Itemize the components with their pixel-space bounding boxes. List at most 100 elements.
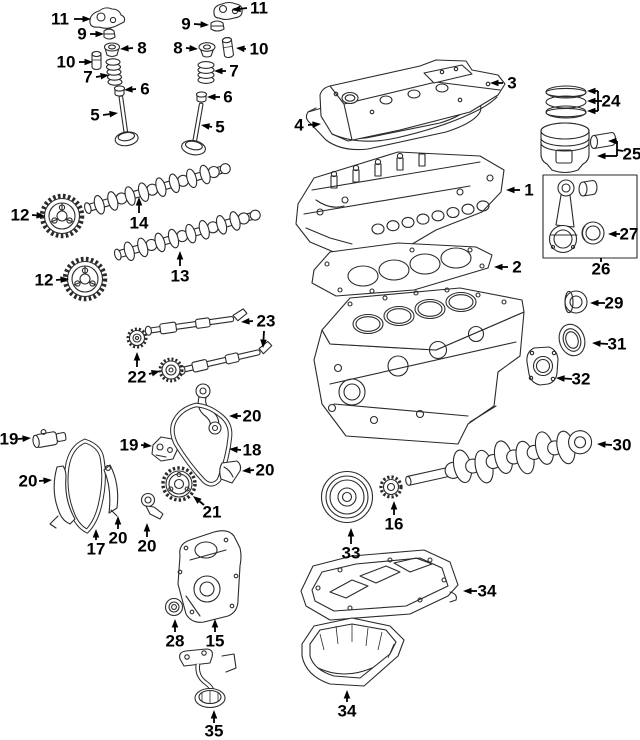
callout-label: 7 bbox=[229, 62, 238, 81]
callout-6[interactable]: 6 bbox=[207, 88, 233, 107]
callout-label: 4 bbox=[294, 116, 304, 135]
seal-retainer bbox=[526, 346, 559, 386]
callout-label: 15 bbox=[206, 632, 225, 651]
callout-34[interactable]: 34 bbox=[338, 690, 357, 721]
callout-24[interactable]: 24 bbox=[587, 87, 621, 115]
valve-cover bbox=[319, 59, 506, 142]
callout-22[interactable]: 22 bbox=[128, 352, 160, 387]
callout-30[interactable]: 30 bbox=[597, 436, 631, 455]
callout-label: 31 bbox=[608, 335, 627, 354]
callout-14[interactable]: 14 bbox=[130, 197, 149, 233]
crankshaft-pulley bbox=[320, 470, 374, 524]
callout-10[interactable]: 10 bbox=[236, 40, 268, 59]
callout-10[interactable]: 10 bbox=[57, 53, 93, 72]
callout-26[interactable]: 26 bbox=[592, 258, 611, 279]
valve bbox=[114, 95, 139, 147]
callout-11[interactable]: 11 bbox=[232, 0, 268, 18]
oil-pan-upper bbox=[300, 549, 459, 621]
chain-guide-bracket bbox=[140, 492, 164, 520]
valve-spring-retainer bbox=[198, 42, 216, 58]
chain-guide bbox=[49, 465, 76, 529]
callout-label: 9 bbox=[181, 15, 190, 34]
oil-strainer bbox=[179, 648, 237, 709]
piston-pin bbox=[589, 131, 617, 150]
callout-8[interactable]: 8 bbox=[173, 39, 198, 58]
callout-label: 12 bbox=[11, 206, 30, 225]
callout-31[interactable]: 31 bbox=[592, 335, 626, 354]
valve-keeper bbox=[210, 20, 225, 32]
callout-11[interactable]: 11 bbox=[51, 10, 91, 29]
callout-33[interactable]: 33 bbox=[342, 528, 361, 563]
piston bbox=[540, 122, 590, 174]
callout-12[interactable]: 12 bbox=[35, 271, 69, 290]
callout-label: 7 bbox=[83, 68, 92, 87]
callout-label: 25 bbox=[623, 145, 640, 164]
callout-label: 28 bbox=[166, 632, 185, 651]
callout-27[interactable]: 27 bbox=[608, 225, 638, 244]
callout-5[interactable]: 5 bbox=[90, 106, 118, 125]
callout-34[interactable]: 34 bbox=[463, 582, 497, 601]
callout-20[interactable]: 20 bbox=[19, 472, 52, 491]
callout-13[interactable]: 13 bbox=[171, 251, 190, 286]
callout-label: 35 bbox=[205, 722, 224, 740]
callout-25[interactable]: 25 bbox=[597, 137, 640, 164]
connecting-rod-kit-box bbox=[542, 174, 638, 259]
callout-20[interactable]: 20 bbox=[138, 523, 157, 556]
callout-19[interactable]: 19 bbox=[0, 430, 31, 449]
callout-label: 24 bbox=[602, 92, 621, 111]
callout-5[interactable]: 5 bbox=[201, 118, 225, 137]
callout-12[interactable]: 12 bbox=[11, 206, 45, 225]
connecting-rod bbox=[548, 179, 578, 254]
camshaft-timing-gear bbox=[39, 193, 85, 239]
callout-label: 5 bbox=[215, 118, 224, 137]
callout-3[interactable]: 3 bbox=[490, 74, 517, 93]
connecting-rod-bearing bbox=[581, 221, 605, 245]
callout-19[interactable]: 19 bbox=[120, 436, 152, 455]
callout-21[interactable]: 21 bbox=[193, 496, 221, 522]
callout-label: 2 bbox=[512, 258, 521, 277]
crankshaft-rear-seal bbox=[558, 323, 586, 357]
callout-7[interactable]: 7 bbox=[83, 68, 109, 87]
callout-16[interactable]: 16 bbox=[385, 501, 404, 534]
callout-label: 10 bbox=[57, 53, 76, 72]
piston-ring-set bbox=[545, 85, 587, 119]
crankshaft-timing-sprocket bbox=[161, 466, 197, 502]
callout-15[interactable]: 15 bbox=[206, 619, 225, 651]
callout-1[interactable]: 1 bbox=[506, 181, 534, 200]
balance-shaft-chain bbox=[170, 402, 233, 487]
cylinder-head bbox=[295, 151, 505, 259]
callout-label: 22 bbox=[128, 368, 147, 387]
callout-20[interactable]: 20 bbox=[109, 516, 128, 548]
callout-28[interactable]: 28 bbox=[166, 619, 185, 651]
callout-label: 33 bbox=[342, 544, 361, 563]
callout-9[interactable]: 9 bbox=[77, 25, 104, 44]
valve-stem-seal bbox=[195, 91, 208, 103]
callout-4[interactable]: 4 bbox=[294, 116, 321, 135]
callout-9[interactable]: 9 bbox=[181, 15, 209, 34]
timing-cover bbox=[177, 530, 242, 623]
callout-label: 21 bbox=[203, 503, 222, 522]
callout-35[interactable]: 35 bbox=[205, 710, 224, 740]
callout-8[interactable]: 8 bbox=[120, 39, 147, 58]
callout-label: 26 bbox=[592, 260, 611, 279]
callout-18[interactable]: 18 bbox=[229, 441, 261, 460]
callout-23[interactable]: 23 bbox=[241, 312, 275, 349]
chain-guide bbox=[219, 460, 242, 484]
callout-label: 13 bbox=[171, 267, 190, 286]
callout-29[interactable]: 29 bbox=[590, 294, 623, 313]
valve-lifter bbox=[221, 36, 234, 59]
callout-label: 20 bbox=[243, 407, 262, 426]
callout-2[interactable]: 2 bbox=[494, 258, 522, 277]
callout-label: 34 bbox=[478, 582, 497, 601]
callout-label: 3 bbox=[507, 74, 516, 93]
callout-32[interactable]: 32 bbox=[556, 370, 590, 389]
callout-7[interactable]: 7 bbox=[214, 62, 239, 81]
callout-6[interactable]: 6 bbox=[124, 80, 150, 99]
valve bbox=[181, 102, 206, 156]
callout-17[interactable]: 17 bbox=[87, 529, 106, 559]
callout-20[interactable]: 20 bbox=[229, 407, 261, 426]
chain-guide bbox=[103, 464, 119, 517]
cylinder-head-gasket bbox=[311, 242, 493, 297]
callout-20[interactable]: 20 bbox=[242, 461, 274, 480]
